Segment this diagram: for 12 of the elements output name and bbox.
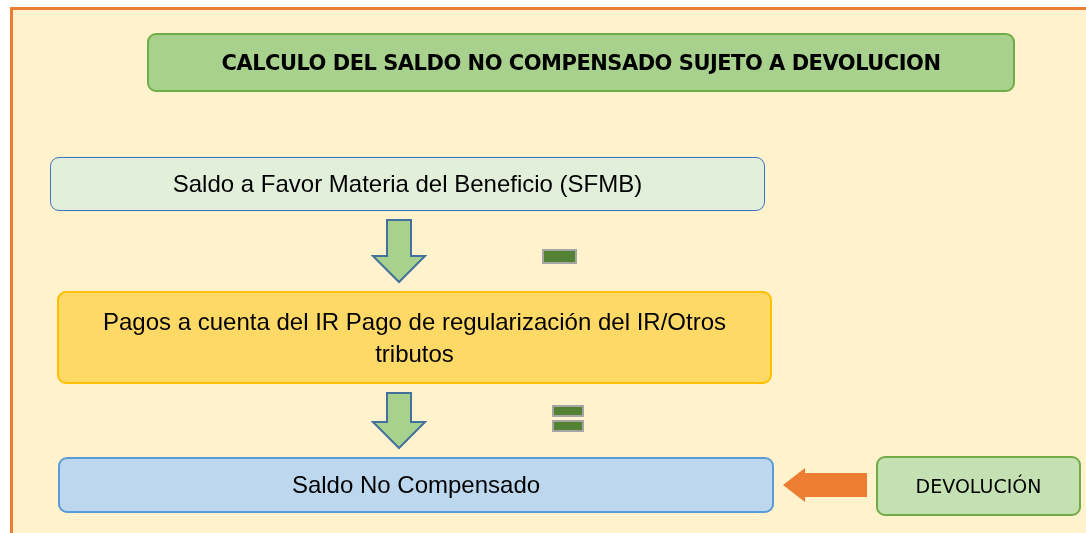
block-arrow [783, 468, 867, 502]
block-arrow [370, 219, 428, 284]
process-box [57, 291, 772, 384]
block-arrow [370, 392, 428, 450]
node-label: Saldo No Compensado [291, 470, 541, 501]
node-label: Pagos a cuenta del IR Pago de regularización del IR/Otros tributos [102, 307, 727, 369]
result-box [58, 457, 774, 513]
node-label: Saldo a Favor Materia del Beneficio (SFMB) [172, 169, 643, 200]
title: CALCULO DEL SALDO NO COMPENSADO SUJETO A DEVOLUCION [147, 33, 1015, 92]
node-label: DEVOLUCIÓN [915, 473, 1042, 499]
action-box [876, 456, 1081, 516]
process-box [50, 157, 765, 211]
